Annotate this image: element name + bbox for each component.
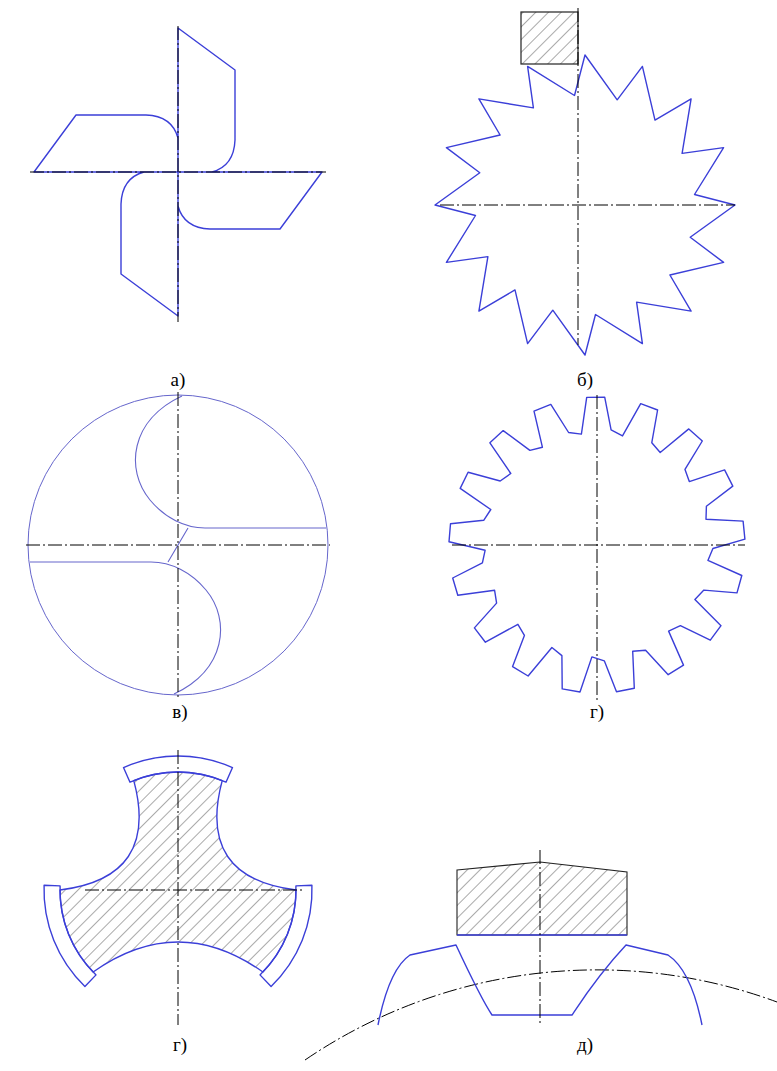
tooth-band — [260, 885, 312, 986]
center-line — [178, 26, 179, 322]
figure-label: г) — [590, 702, 604, 723]
cutting-insert — [457, 862, 627, 935]
figure-label: г) — [173, 1035, 187, 1056]
center-line — [597, 395, 598, 700]
center-line — [178, 750, 179, 1025]
figure-label: в) — [172, 702, 187, 723]
center-line — [578, 8, 579, 345]
center-line — [85, 890, 305, 891]
center-line — [540, 850, 541, 1025]
tooth-band — [44, 885, 96, 986]
center-line — [440, 205, 735, 206]
figure-label: а) — [171, 370, 186, 391]
figure-label: д) — [577, 1035, 593, 1056]
cutting-insert — [521, 12, 578, 64]
center-line — [178, 392, 179, 698]
insert-base — [457, 934, 627, 936]
center-line — [452, 545, 745, 546]
center-line — [26, 545, 330, 546]
figure-label: б) — [577, 370, 593, 391]
sawtooth-cutter — [435, 55, 735, 355]
